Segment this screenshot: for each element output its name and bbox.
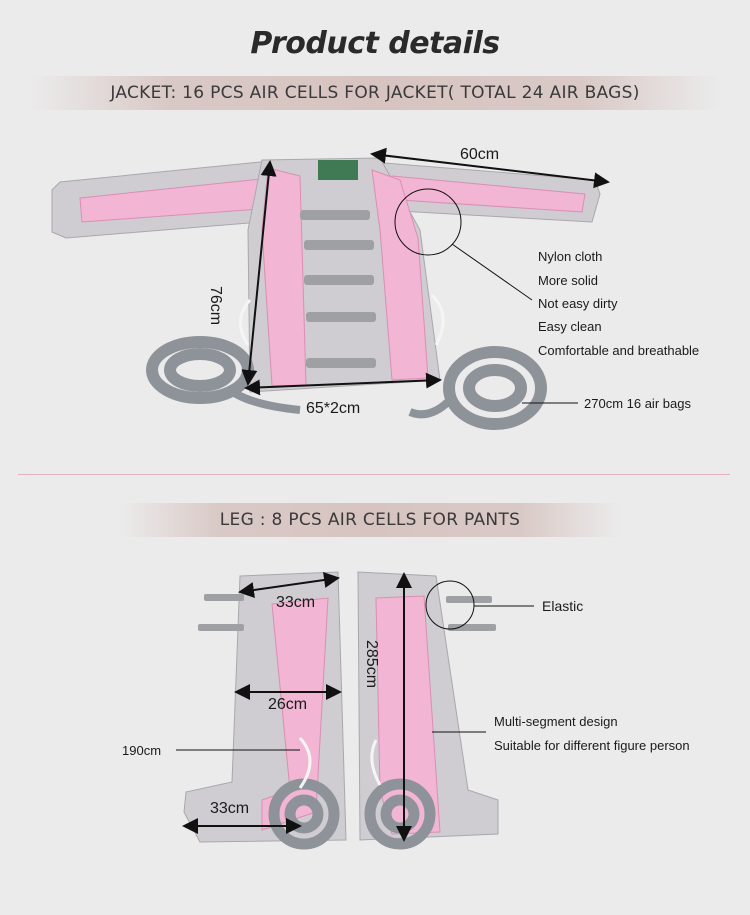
jacket-width-dimension-line [370,147,610,189]
jacket-feature: Comfortable and breathable [538,343,700,358]
jacket-height-dimension-line [241,160,277,386]
jacket-detail-callout-circle [394,188,462,256]
leg-length-label: 285cm [363,640,380,689]
leg-top-dimension-line [238,572,340,598]
leg-elastic-callout-circle [425,580,475,630]
page-title: Product details [250,26,500,61]
jacket-height-label: 76cm [207,286,224,326]
section-divider [18,474,730,475]
leg-section-banner: LEG : 8 PCS AIR CELLS FOR PANTS [120,503,620,537]
jacket-feature: Easy clean [538,319,602,334]
jacket-collar [318,160,358,180]
jacket-feature: Not easy dirty [538,296,618,311]
jacket-chest-dimension-line [244,372,442,396]
leg-mid-width-label: 26cm [268,696,308,713]
jacket-feature: More solid [538,273,598,288]
jacket-feature: Nylon cloth [538,249,603,264]
leg-feature: Multi-segment design [494,714,618,729]
jacket-hose-note: 270cm 16 air bags [584,396,691,411]
leg-feature: Suitable for different figure person [494,738,690,753]
jacket-right-hose [443,346,547,430]
jacket-section-banner: JACKET: 16 PCS AIR CELLS FOR JACKET( TOT… [30,76,720,110]
leg-elastic-label: Elastic [542,598,584,614]
leg-top-width-label: 33cm [276,594,316,611]
leg-hose-length-label: 190cm [122,743,162,758]
jacket-straps [300,210,376,368]
jacket-width-label: 60cm [460,146,500,163]
jacket-chest-label: 65*2cm [306,400,361,417]
leg-foot-width-label: 33cm [210,800,250,817]
